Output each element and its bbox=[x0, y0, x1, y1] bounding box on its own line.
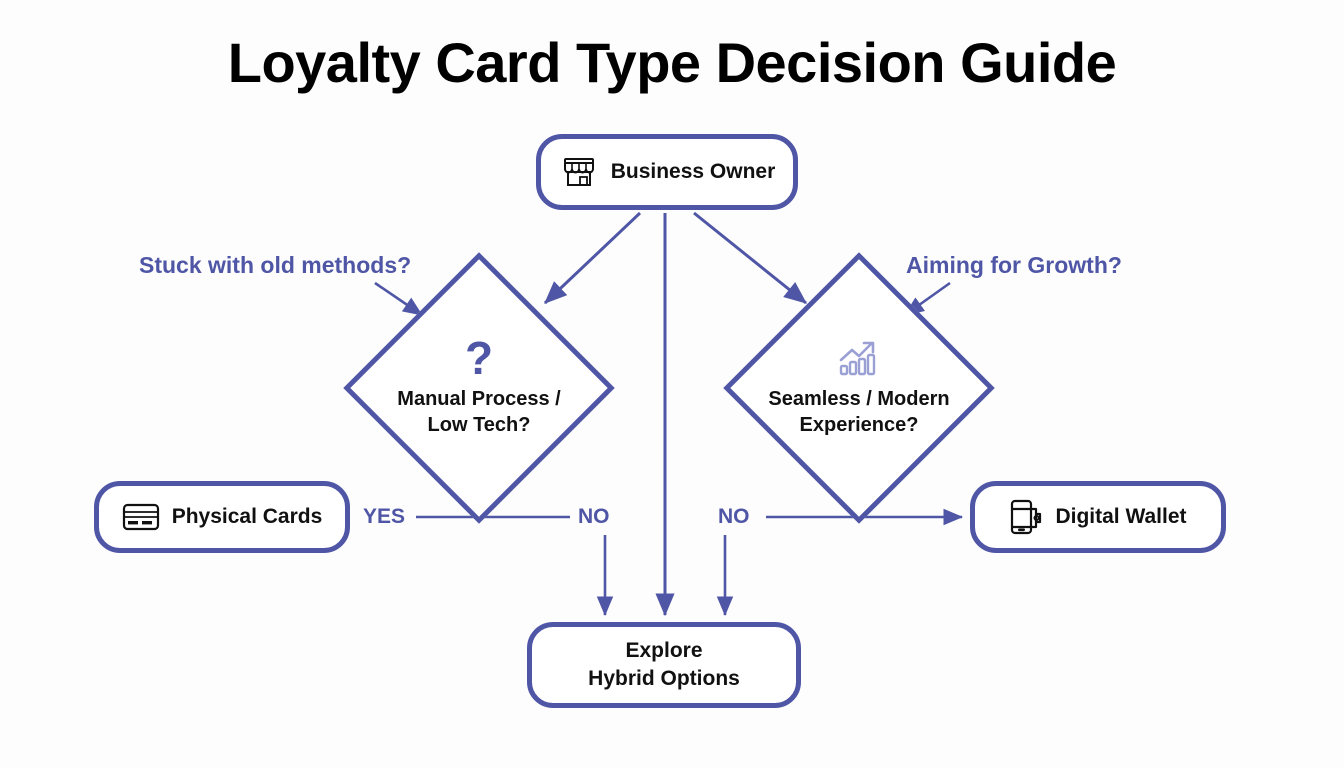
question-mark-icon: ? bbox=[464, 332, 494, 385]
node-physical-cards[interactable]: Physical Cards bbox=[94, 481, 350, 553]
node-manual-process-label: Manual Process / Low Tech? bbox=[397, 387, 561, 436]
diamond-content-manual: ? Manual Process / Low Tech? bbox=[343, 252, 615, 524]
node-seamless-modern-label: Seamless / Modern Experience? bbox=[768, 388, 950, 436]
node-hybrid-options-label: Explore Hybrid Options bbox=[588, 639, 740, 690]
node-business-owner[interactable]: Business Owner bbox=[536, 134, 798, 210]
edge-label-no-manual: NO bbox=[578, 505, 610, 528]
node-physical-cards-label: Physical Cards bbox=[171, 505, 323, 529]
node-digital-wallet[interactable]: Digital Wallet bbox=[970, 481, 1226, 553]
credit-card-icon bbox=[122, 502, 160, 532]
annotation-aiming-for-growth: Aiming for Growth? bbox=[906, 252, 1122, 278]
growth-chart-icon bbox=[836, 338, 882, 384]
edge-label-no-seamless: NO bbox=[718, 505, 750, 528]
diamond-content-seamless: Seamless / Modern Experience? bbox=[723, 252, 995, 524]
node-manual-process[interactable]: ? Manual Process / Low Tech? bbox=[343, 252, 615, 524]
edge-label-yes: YES bbox=[363, 505, 406, 528]
annotation-stuck-old-methods: Stuck with old methods? bbox=[139, 252, 412, 278]
page-title: Loyalty Card Type Decision Guide bbox=[227, 31, 1117, 94]
node-business-owner-label: Business Owner bbox=[610, 160, 776, 184]
storefront-icon bbox=[559, 152, 599, 192]
mobile-wallet-icon bbox=[1009, 497, 1043, 537]
node-digital-wallet-label: Digital Wallet bbox=[1055, 505, 1187, 529]
node-seamless-modern[interactable]: Seamless / Modern Experience? bbox=[723, 252, 995, 524]
node-hybrid-options[interactable]: Explore Hybrid Options bbox=[527, 622, 801, 708]
